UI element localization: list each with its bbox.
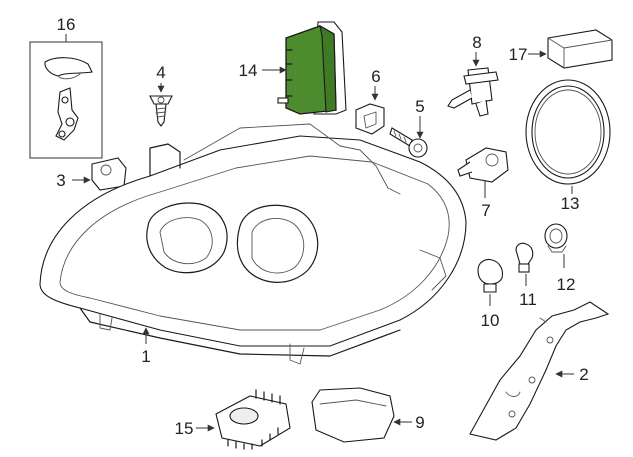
part-9-cover xyxy=(311,387,412,443)
part-15-ballast xyxy=(196,389,291,450)
callout-16: 16 xyxy=(57,15,76,34)
callout-13: 13 xyxy=(561,194,580,213)
part-6-clip xyxy=(355,86,385,135)
callout-3: 3 xyxy=(56,171,65,190)
callout-9: 9 xyxy=(415,413,424,432)
part-2-bracket xyxy=(469,301,610,441)
part-7-bulb-socket xyxy=(457,147,509,198)
callout-5: 5 xyxy=(415,97,424,116)
callout-1: 1 xyxy=(141,347,150,366)
part-11-small-bulb xyxy=(515,242,534,286)
callout-7: 7 xyxy=(481,201,490,220)
part-1-headlight-housing xyxy=(39,123,467,365)
callout-4: 4 xyxy=(156,63,165,82)
callout-11: 11 xyxy=(519,290,537,309)
part-14-control-module xyxy=(262,21,347,115)
part-10-bulb xyxy=(477,258,504,306)
callout-8: 8 xyxy=(472,33,481,52)
part-8-xenon-bulb xyxy=(447,52,499,117)
part-13-seal-ring xyxy=(525,79,611,194)
callout-10: 10 xyxy=(481,311,500,330)
part-12-socket xyxy=(544,223,568,268)
part-3-mount xyxy=(72,157,127,191)
callout-12: 12 xyxy=(557,275,576,294)
callout-15: 15 xyxy=(175,419,194,438)
callout-6: 6 xyxy=(371,67,380,86)
part-16-bracket-group xyxy=(29,34,103,159)
callout-17: 17 xyxy=(509,45,528,64)
callout-14: 14 xyxy=(239,61,258,80)
callout-2: 2 xyxy=(579,365,588,384)
part-17-cover-cap xyxy=(528,29,613,69)
part-5-bolt xyxy=(389,116,428,158)
part-4-screw xyxy=(149,83,173,127)
